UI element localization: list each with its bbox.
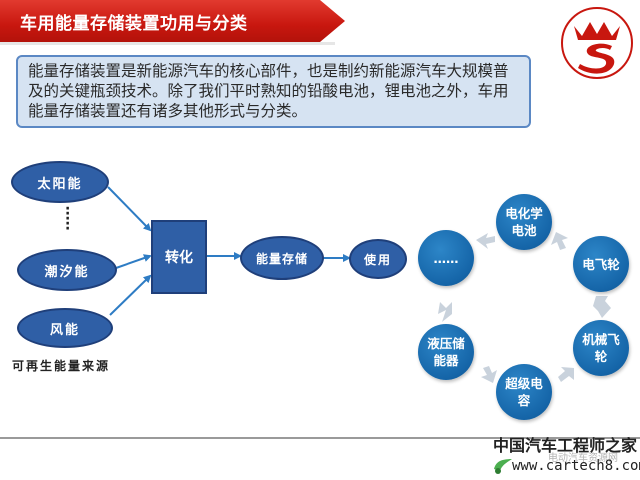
- cycle-arrow-3: [593, 296, 611, 318]
- cycle-arrow-5: [481, 366, 497, 383]
- source-wind-label: 风能: [49, 322, 80, 338]
- source-solar: 太阳能: [11, 161, 109, 203]
- source-tidal-label: 潮汐能: [44, 264, 90, 280]
- source-ellipsis: ·····: [65, 201, 71, 237]
- cycle-node-hydraulic-label: 液压储能器: [427, 336, 465, 368]
- cycle-node-m-flywheel: 机械飞轮: [573, 320, 629, 376]
- use-label: 使用: [363, 252, 392, 267]
- arrow-tidal-to-convert: [115, 254, 152, 269]
- title-banner: [0, 0, 345, 42]
- convert-box: 转化: [151, 220, 207, 294]
- source-wind: 风能: [17, 308, 113, 348]
- arrow-wind-to-convert: [109, 274, 152, 316]
- watermark-title: 中国汽车工程师之家: [493, 436, 638, 455]
- convert-label: 转化: [165, 250, 193, 266]
- cycle-arrow-2: [551, 232, 568, 250]
- title-underline: [0, 42, 335, 45]
- cycle-node-battery-label: 电化学电池: [505, 206, 543, 238]
- storage-node: 能量存储: [240, 236, 324, 280]
- watermark-subtitle: 电动汽车资源网: [548, 453, 618, 464]
- cycle-node-supercap-label: 超级电容: [505, 376, 543, 408]
- use-node: 使用: [349, 239, 407, 279]
- renewable-sources-caption: 可再生能量来源: [12, 359, 111, 373]
- storage-label: 能量存储: [255, 251, 308, 266]
- cycle-node-hydraulic: 液压储能器: [418, 324, 474, 380]
- cycle-node-m-flywheel-label: 机械飞轮: [582, 332, 620, 364]
- cycle-node-e-flywheel-label: 电飞轮: [582, 256, 620, 272]
- source-tidal: 潮汐能: [17, 249, 117, 291]
- watermark-logo-icon: [494, 459, 512, 474]
- source-solar-label: 太阳能: [37, 176, 83, 192]
- cycle-node-more: ……: [418, 230, 474, 286]
- intro-box: 能量存储装置是新能源汽车的核心部件，也是制约新能源汽车大规模普及的关键瓶颈技术。…: [16, 55, 531, 128]
- cycle-node-e-flywheel: 电飞轮: [573, 236, 629, 292]
- cycle-arrow-1: [476, 233, 495, 249]
- intro-text: 能量存储装置是新能源汽车的核心部件，也是制约新能源汽车大规模普及的关键瓶颈技术。…: [28, 62, 509, 120]
- brand-logo-icon: [561, 7, 633, 79]
- arrow-solar-to-convert: [107, 186, 152, 232]
- cycle-node-more-label: ……: [433, 250, 459, 266]
- cycle-arrow-6: [438, 302, 452, 322]
- cycle-arrow-4: [558, 367, 574, 382]
- page-title: 车用能量存储装置功用与分类: [20, 14, 248, 34]
- cycle-node-battery: 电化学电池: [496, 194, 552, 250]
- footer-divider: [0, 437, 640, 439]
- watermark-url: www.cartech8.com: [512, 458, 640, 474]
- cycle-node-supercap: 超级电容: [496, 364, 552, 420]
